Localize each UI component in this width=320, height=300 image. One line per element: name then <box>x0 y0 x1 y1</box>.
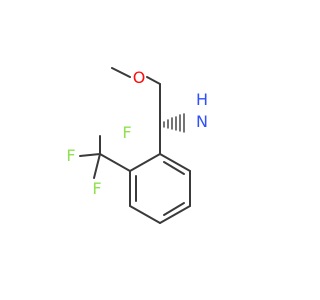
hashed-wedge-bond <box>163 113 185 133</box>
fluorine-atom-label-bottom: F <box>92 179 101 198</box>
hydrogen-atom-label: H <box>196 90 208 109</box>
fluorine-atom-label-left: F <box>66 146 75 165</box>
ring-bond-1 <box>159 153 191 172</box>
bond-methyl-oxygen <box>111 67 131 78</box>
bond-oxygen-ch2 <box>146 76 161 85</box>
ring-double-bond-2 <box>163 202 185 216</box>
nitrogen-atom-label: N <box>196 112 208 131</box>
bond-cf3-f-left <box>79 153 101 157</box>
bond-cf3-f-bottom <box>93 153 101 179</box>
ring-double-bond-1 <box>163 161 185 175</box>
ring-bond-3 <box>159 205 191 224</box>
bond-ring-cf3 <box>99 153 131 172</box>
ring-bond-4 <box>129 205 161 224</box>
ring-bond-6 <box>129 153 161 172</box>
molecule-structure-diagram: O N H F F F <box>66 67 208 224</box>
oxygen-atom-label: O <box>133 68 146 87</box>
fluorine-atom-label-top: F <box>122 123 131 142</box>
